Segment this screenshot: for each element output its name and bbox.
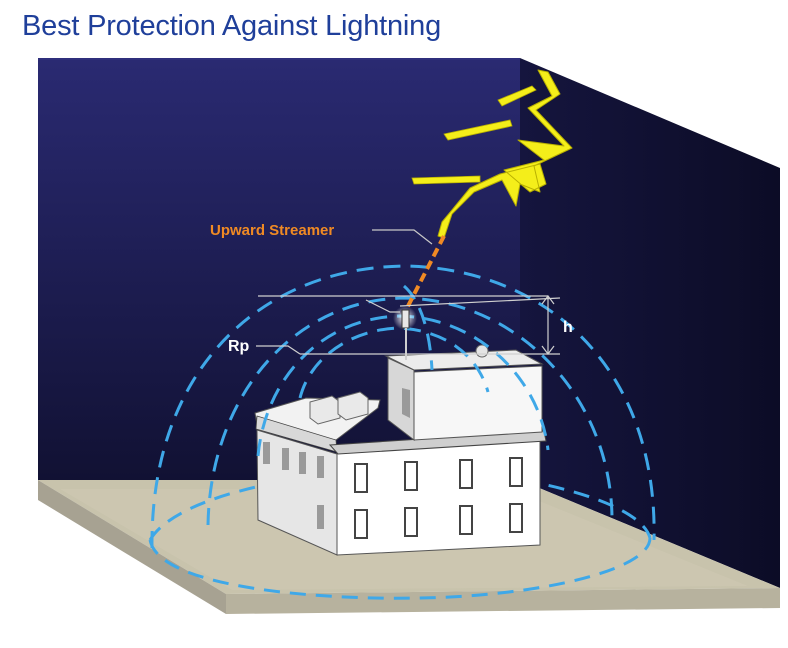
- rp-leader-line: [256, 345, 301, 355]
- upward-streamer-label: Upward Streamer: [210, 222, 334, 239]
- ground-front-edge: [38, 480, 226, 614]
- building: [254, 344, 547, 556]
- ground-right-edge: [226, 588, 780, 614]
- streamer-leader-line: [372, 229, 433, 245]
- height-dimension: [258, 295, 561, 355]
- height-label: h: [563, 319, 573, 336]
- diagram-title: Best Protection Against Lightning: [22, 10, 442, 42]
- rp-label: Rp: [228, 338, 250, 355]
- sky-right-wall: [520, 58, 780, 588]
- sky-top-wall: [38, 58, 520, 60]
- lightning-bolt: [411, 69, 573, 239]
- protection-zone-ground-front: [148, 537, 652, 600]
